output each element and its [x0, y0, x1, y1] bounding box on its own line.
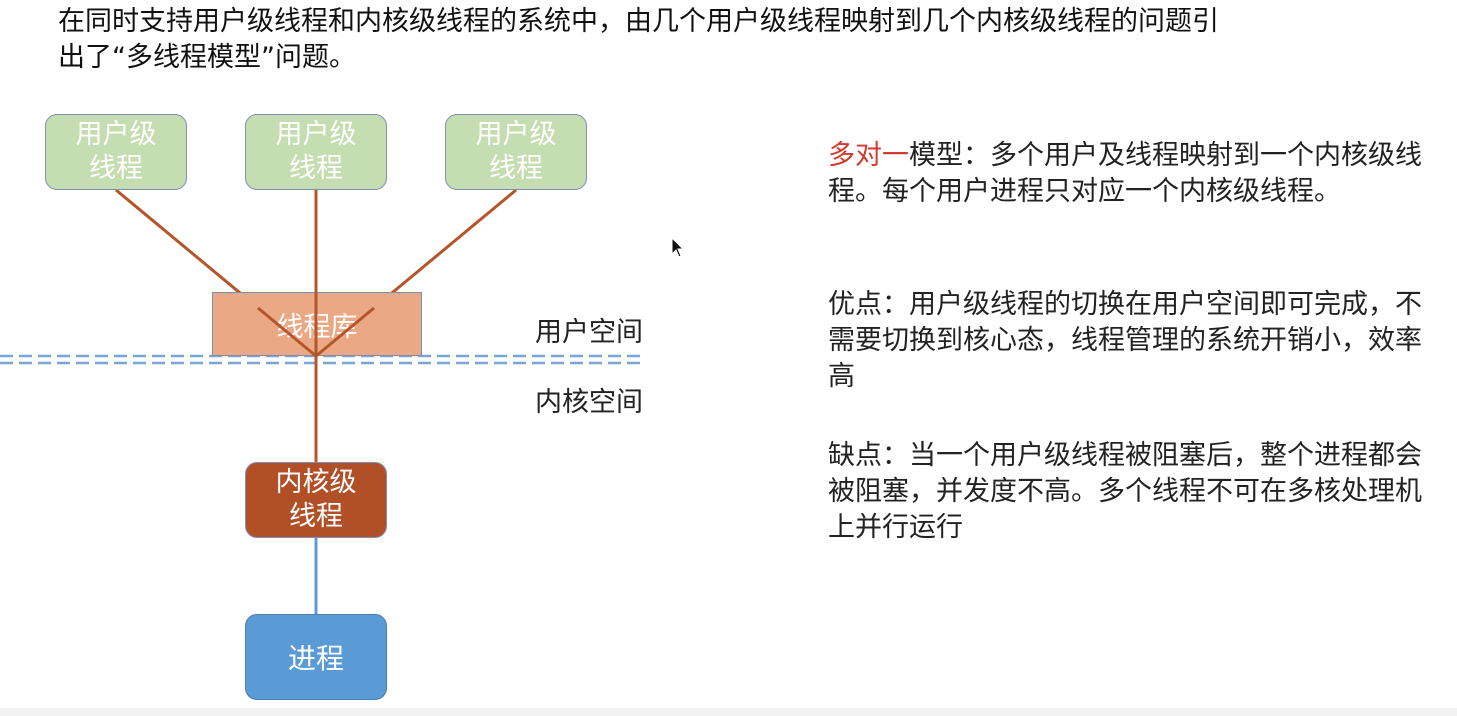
- user-thread-box-3: 用户级 线程: [445, 114, 587, 190]
- user-thread-box-2: 用户级 线程: [245, 114, 387, 190]
- user-thread-box-1: 用户级 线程: [45, 114, 187, 190]
- link-user-thread-1-overlay: [257, 306, 317, 358]
- link-user-thread-3-overlay: [315, 306, 375, 358]
- intro-line-2: 出了“多线程模型”问题。: [58, 42, 356, 73]
- kernel-thread-box: 内核级 线程: [245, 462, 387, 538]
- advantage-text: 优点：用户级线程的切换在用户空间即可完成，不需要切换到核心态，线程管理的系统开销…: [828, 289, 1422, 392]
- user-space-label: 用户空间: [535, 317, 643, 348]
- process-label: 进程: [287, 642, 344, 675]
- process-box: 进程: [245, 614, 387, 700]
- intro-paragraph: 在同时支持用户级线程和内核级线程的系统中，由几个用户级线程映射到几个内核级线程的…: [58, 4, 1428, 76]
- mouse-pointer-icon: [671, 237, 685, 258]
- model-description: 多对一模型：多个用户及线程映射到一个内核级线程。每个用户进程只对应一个内核级线程…: [828, 138, 1428, 210]
- user-thread-label-1: 用户级 线程: [75, 119, 157, 184]
- disadvantage-text: 缺点：当一个用户级线程被阻塞后，整个进程都会被阻塞，并发度不高。多个线程不可在多…: [828, 440, 1422, 543]
- intro-line-1: 在同时支持用户级线程和内核级线程的系统中，由几个用户级线程映射到几个内核级线程的…: [58, 6, 1219, 37]
- model-name-highlight: 多对一: [828, 140, 909, 171]
- kernel-space-label: 内核空间: [535, 387, 643, 418]
- model-description-text: 模型：多个用户及线程映射到一个内核级线程。每个用户进程只对应一个内核级线程。: [828, 140, 1422, 207]
- user-thread-label-3: 用户级 线程: [475, 119, 557, 184]
- kernel-thread-label: 内核级 线程: [275, 467, 357, 532]
- bottom-strip: [0, 708, 1457, 716]
- user-thread-label-2: 用户级 线程: [275, 119, 357, 184]
